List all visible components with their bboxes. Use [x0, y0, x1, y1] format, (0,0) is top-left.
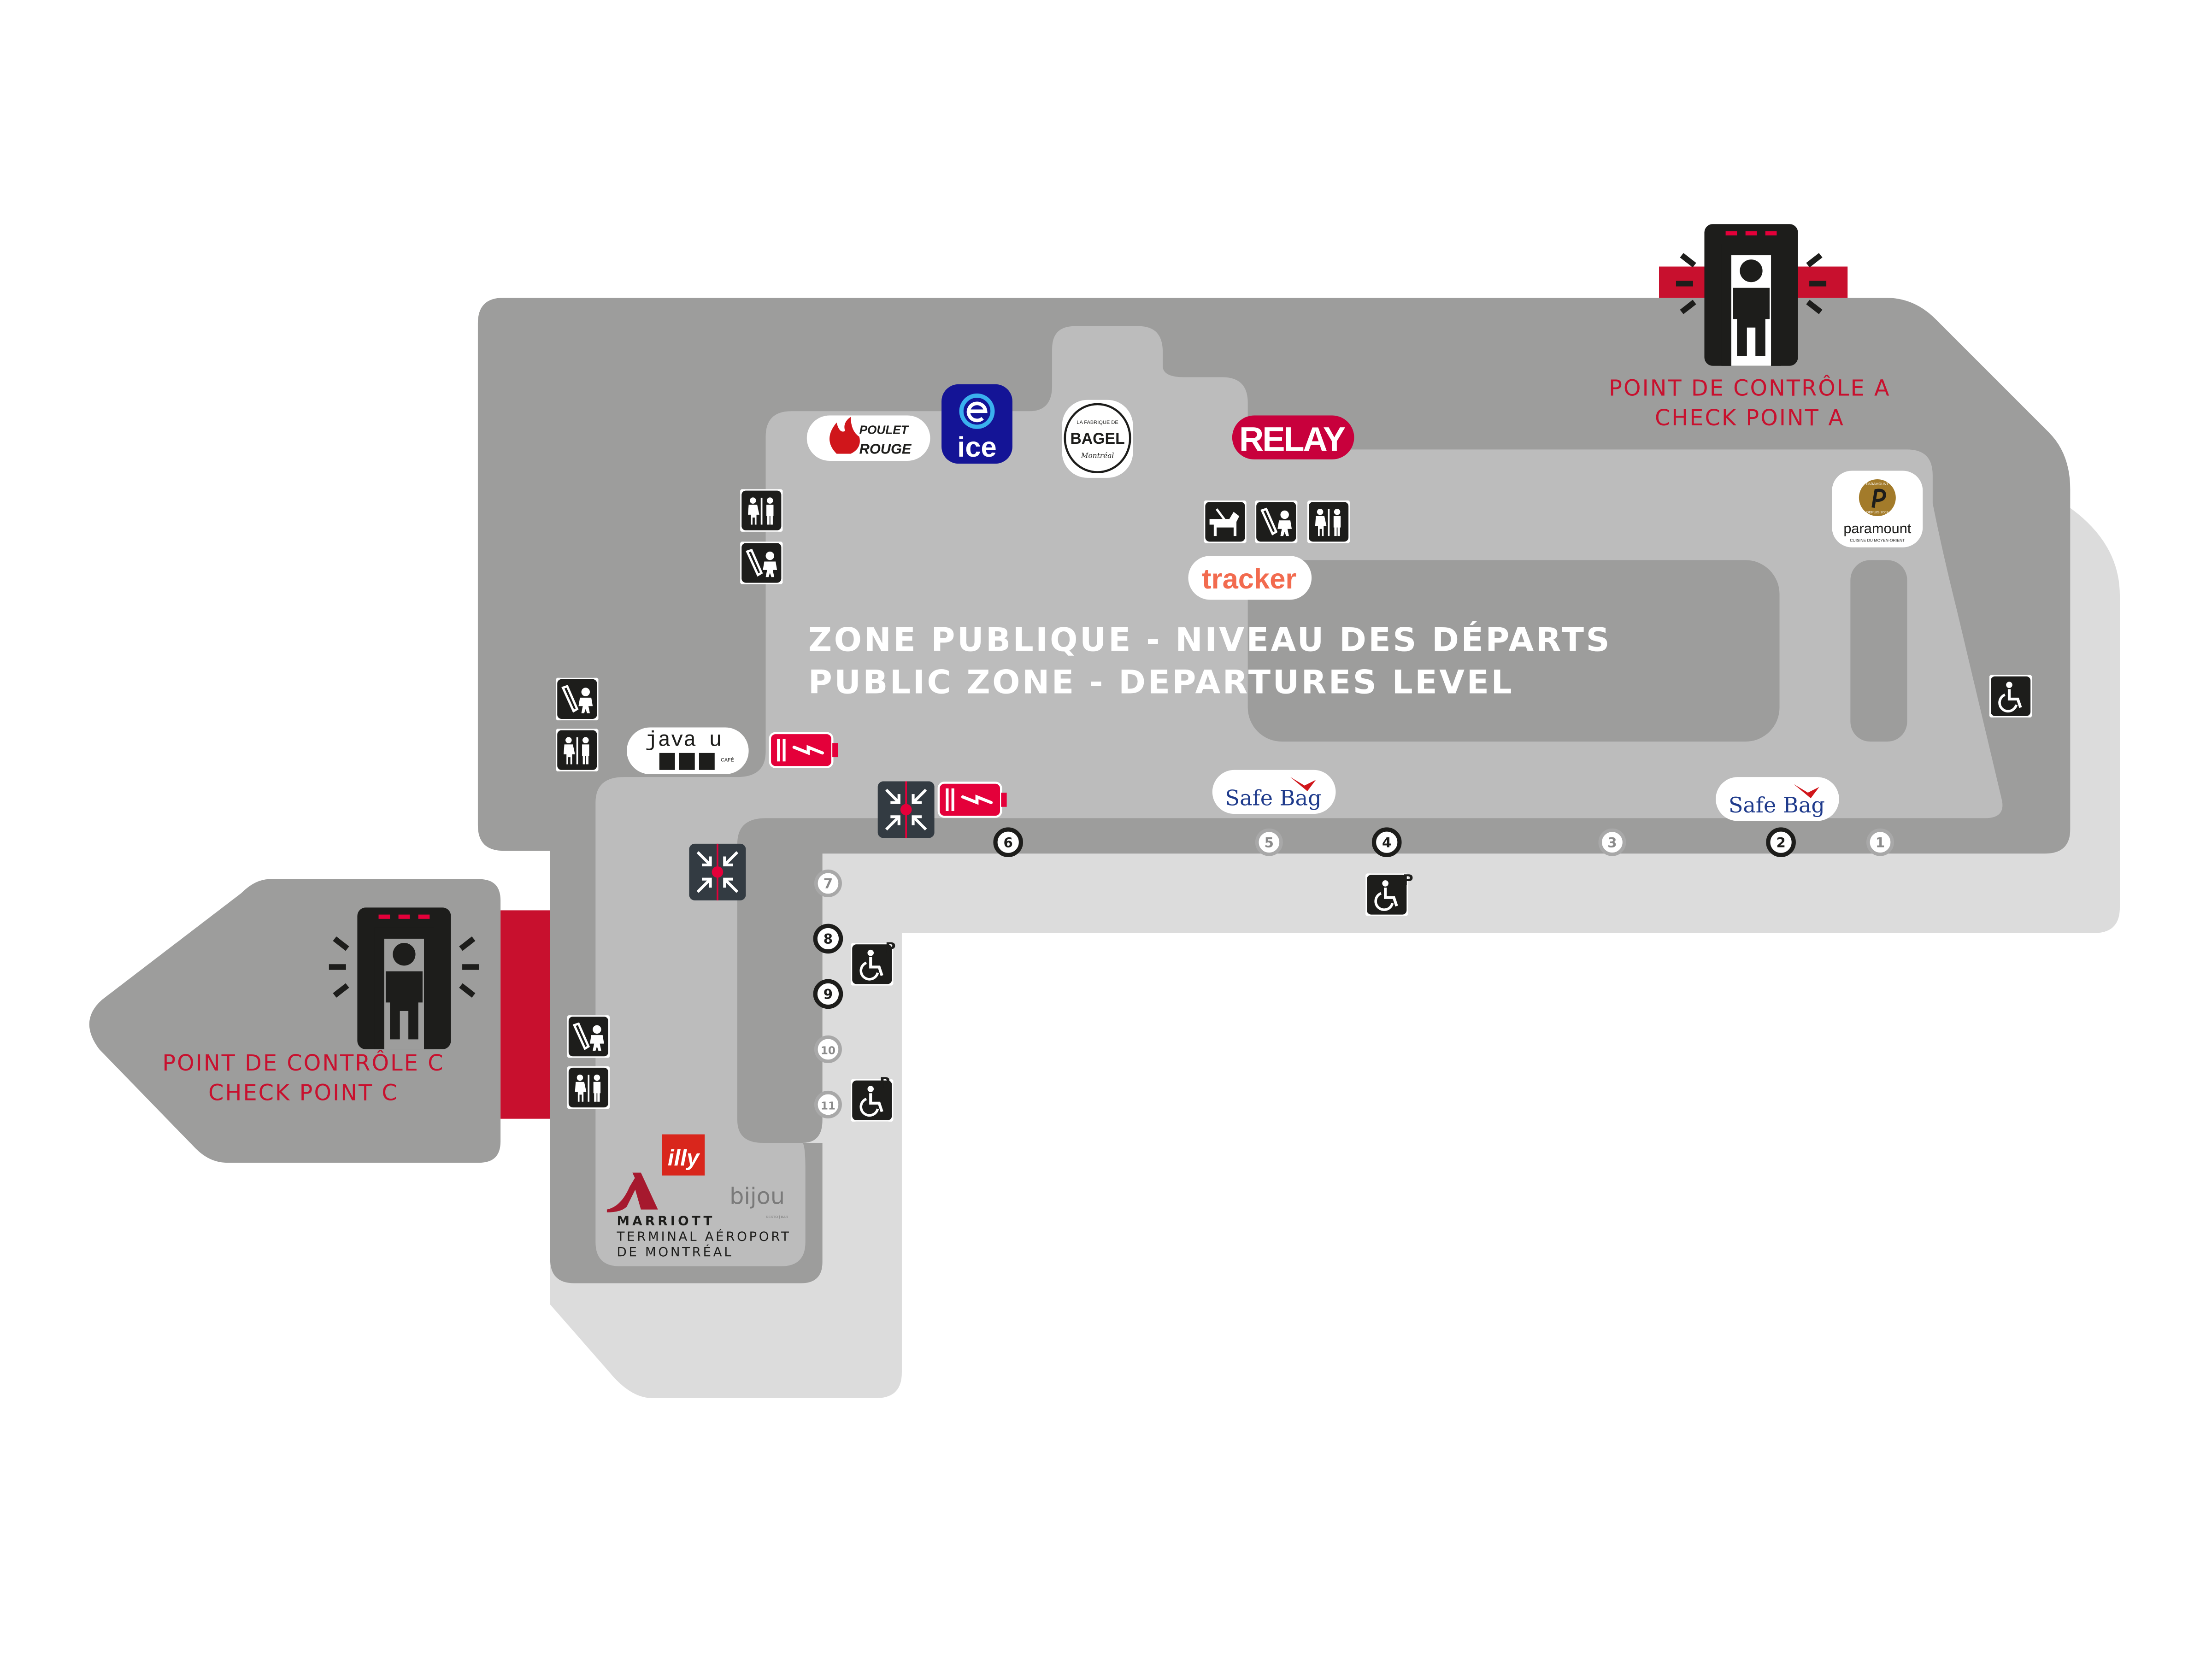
- svg-text:11: 11: [821, 1100, 835, 1112]
- svg-text:RELAY: RELAY: [1239, 420, 1346, 458]
- gate-3-marker[interactable]: 3: [1598, 828, 1626, 856]
- svg-text:PARAMOUNT: PARAMOUNT: [1866, 482, 1889, 486]
- svg-text:DEPUIS 2007: DEPUIS 2007: [1866, 510, 1888, 514]
- svg-text:DE MONTRÉAL: DE MONTRÉAL: [617, 1244, 733, 1259]
- meeting-point-icon[interactable]: [878, 781, 935, 838]
- gate-4-marker[interactable]: 4: [1371, 827, 1402, 858]
- relay-logo[interactable]: RELAY: [1232, 415, 1354, 459]
- svg-text:P: P: [1403, 872, 1413, 888]
- checkpoint-c-barrier: [500, 910, 550, 1119]
- ice-logo[interactable]: ice: [941, 384, 1012, 464]
- charging-station-icon[interactable]: [770, 733, 838, 767]
- gate-markers: 1 2 3 4 5 6 7 8 9 10 11: [813, 827, 1894, 1118]
- svg-text:ROUGE: ROUGE: [859, 441, 912, 457]
- restroom-icon[interactable]: [567, 1066, 610, 1109]
- marriott-area: [595, 1143, 806, 1266]
- gate-5-marker[interactable]: 5: [1255, 828, 1283, 856]
- gate-8-marker[interactable]: 8: [813, 924, 843, 954]
- java-u-logo[interactable]: java u CAFÉ: [627, 727, 749, 774]
- family-room-icon[interactable]: [740, 541, 782, 584]
- paramount-logo[interactable]: PARAMOUNT DEPUIS 2007 paramount CUISINE …: [1832, 471, 1923, 547]
- tracker-logo[interactable]: tracker: [1188, 556, 1312, 600]
- svg-text:ice: ice: [957, 431, 997, 463]
- checkpoint-c-label-fr: POINT DE CONTRÔLE C: [162, 1050, 444, 1076]
- pet-relief-icon[interactable]: [1204, 500, 1246, 543]
- svg-text:P: P: [880, 1075, 890, 1091]
- meeting-point-icon[interactable]: [689, 844, 746, 900]
- safe-bag-logo[interactable]: Safe Bag: [1212, 770, 1336, 814]
- svg-text:POULET: POULET: [859, 423, 909, 437]
- svg-text:9: 9: [824, 987, 833, 1002]
- svg-text:MARRIOTT: MARRIOTT: [617, 1213, 715, 1228]
- marriott-logo[interactable]: MARRIOTT TERMINAL AÉROPORT DE MONTRÉAL: [606, 1172, 791, 1260]
- checkpoint-a-label-en: CHECK POINT A: [1655, 406, 1845, 431]
- restroom-icon[interactable]: [556, 729, 598, 771]
- svg-text:2: 2: [1776, 835, 1785, 850]
- svg-text:4: 4: [1382, 835, 1391, 850]
- svg-text:6: 6: [1004, 835, 1013, 850]
- gate-1-marker[interactable]: 1: [1866, 828, 1894, 856]
- svg-text:5: 5: [1265, 835, 1274, 850]
- svg-text:3: 3: [1607, 835, 1617, 850]
- svg-text:java u: java u: [645, 728, 722, 752]
- svg-text:Montréal: Montréal: [1081, 452, 1114, 460]
- restroom-icon[interactable]: [740, 489, 782, 532]
- svg-text:illy: illy: [668, 1145, 700, 1171]
- svg-text:Safe Bag: Safe Bag: [1729, 793, 1825, 818]
- svg-text:10: 10: [821, 1045, 835, 1057]
- gate-10-marker[interactable]: 10: [814, 1035, 842, 1063]
- svg-text:8: 8: [824, 931, 833, 947]
- svg-text:paramount: paramount: [1843, 520, 1911, 536]
- svg-text:LA FABRIQUE DE: LA FABRIQUE DE: [1077, 420, 1118, 425]
- gate-6-marker[interactable]: 6: [993, 827, 1023, 858]
- svg-text:BAGEL: BAGEL: [1070, 430, 1124, 447]
- inner-block-small: [1850, 560, 1907, 742]
- svg-text:P: P: [885, 940, 896, 957]
- svg-text:TERMINAL AÉROPORT: TERMINAL AÉROPORT: [616, 1228, 791, 1244]
- family-room-icon[interactable]: [567, 1015, 610, 1058]
- paramount-p-mark: [1871, 488, 1886, 508]
- zone-title-fr: ZONE PUBLIQUE - NIVEAU DES DÉPARTS: [808, 620, 1612, 659]
- accessible-services-icon[interactable]: [1989, 675, 2032, 718]
- restroom-icon[interactable]: [1307, 500, 1350, 543]
- gate-7-marker[interactable]: 7: [814, 869, 842, 897]
- poulet-rouge-logo[interactable]: POULET ROUGE: [806, 415, 930, 461]
- bijou-logo[interactable]: bijou RESTO | BAR: [729, 1182, 788, 1219]
- checkpoint-c-label-en: CHECK POINT C: [208, 1081, 399, 1106]
- svg-text:RESTO | BAR: RESTO | BAR: [766, 1215, 788, 1219]
- bagel-logo[interactable]: LA FABRIQUE DE BAGEL Montréal: [1062, 400, 1133, 478]
- svg-text:7: 7: [824, 876, 833, 892]
- gate-9-marker[interactable]: 9: [813, 979, 843, 1009]
- svg-text:CAFÉ: CAFÉ: [721, 757, 734, 763]
- svg-text:Safe Bag: Safe Bag: [1225, 786, 1322, 811]
- accessible-parking-icon[interactable]: P: [851, 1075, 893, 1122]
- family-room-icon[interactable]: [556, 678, 598, 720]
- accessible-parking-icon[interactable]: P: [851, 940, 896, 986]
- family-room-icon[interactable]: [1255, 500, 1297, 543]
- gate-11-marker[interactable]: 11: [814, 1090, 842, 1118]
- illy-logo[interactable]: illy: [662, 1134, 705, 1176]
- checkpoint-a-label-fr: POINT DE CONTRÔLE A: [1609, 375, 1891, 401]
- zone-title-en: PUBLIC ZONE - DEPARTURES LEVEL: [808, 663, 1514, 701]
- svg-text:tracker: tracker: [1202, 563, 1296, 595]
- safe-bag-logo[interactable]: Safe Bag: [1716, 777, 1839, 821]
- charging-station-icon[interactable]: [939, 782, 1007, 817]
- outer-area: [550, 468, 2120, 1398]
- svg-text:1: 1: [1876, 835, 1885, 850]
- svg-text:bijou: bijou: [729, 1182, 785, 1209]
- inner-block: [1247, 560, 1780, 742]
- svg-text:CUISINE DU MOYEN-ORIENT: CUISINE DU MOYEN-ORIENT: [1850, 538, 1905, 542]
- accessible-parking-icon[interactable]: P: [1365, 872, 1413, 916]
- gate-2-marker[interactable]: 2: [1766, 827, 1796, 858]
